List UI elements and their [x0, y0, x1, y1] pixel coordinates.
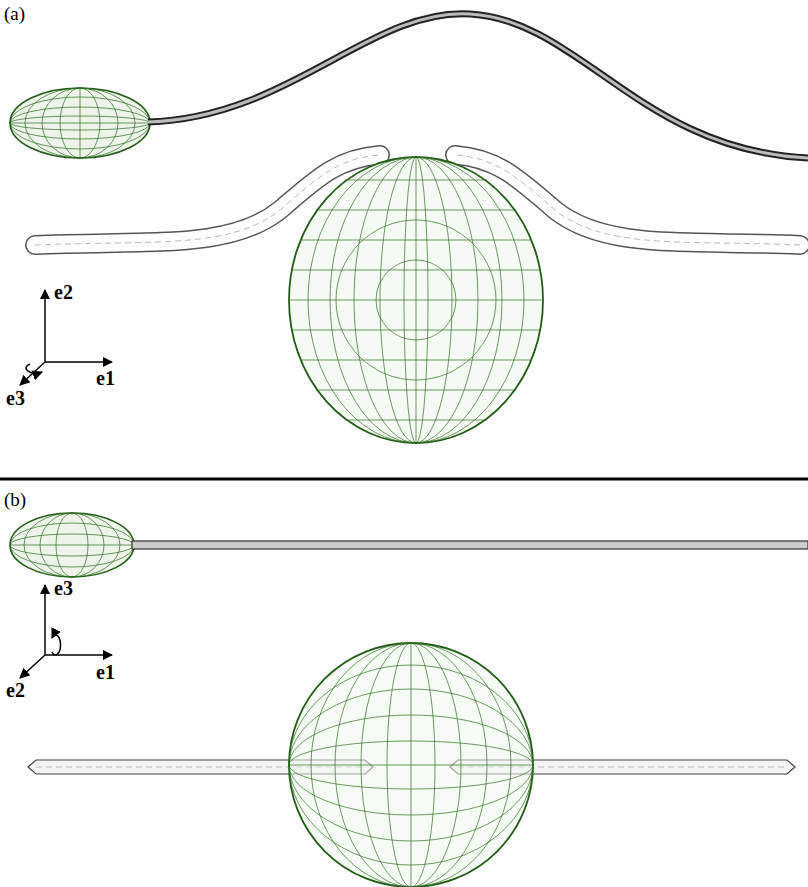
axis-label: e2	[54, 282, 73, 302]
axis-label: e1	[96, 368, 115, 388]
panel-label: (b)	[4, 490, 26, 509]
panel-separator	[0, 478, 808, 481]
head-mesh-large-b	[289, 643, 533, 887]
axis-label: e2	[6, 680, 25, 700]
head-mesh-small-a	[10, 88, 150, 158]
axis-label: e3	[54, 578, 73, 598]
head-mesh-large-a	[289, 157, 543, 443]
head-mesh-small-b	[10, 513, 134, 577]
flagellum-b	[132, 541, 808, 549]
flagellum-a	[148, 14, 808, 158]
panel-label: (a)	[4, 4, 25, 23]
axis-label: e1	[96, 662, 115, 682]
axis-label: e3	[6, 388, 25, 408]
